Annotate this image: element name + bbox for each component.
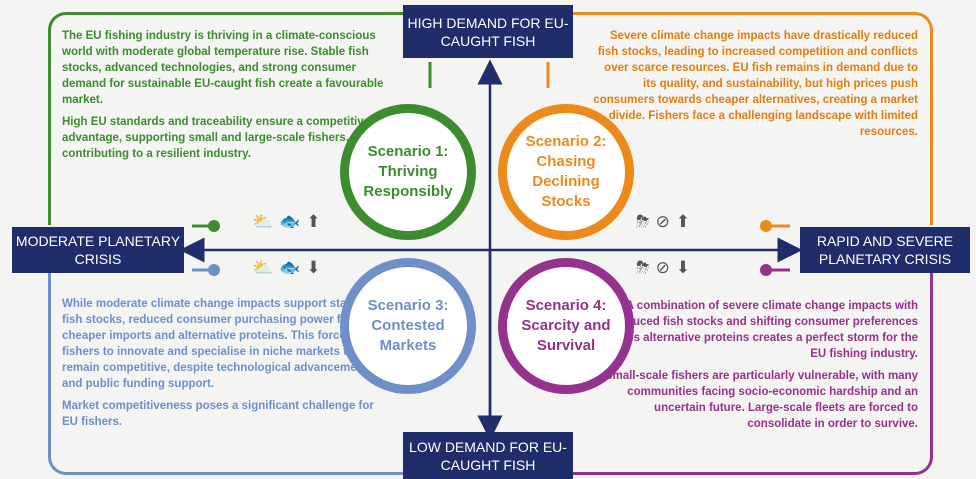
- scenario-3-title: Scenario 3: Contested Markets: [367, 297, 449, 354]
- scenario-3-circle: Scenario 3: Contested Markets: [340, 258, 476, 394]
- high-demand-label: HIGH DEMAND FOR EU-CAUGHT FISH: [403, 5, 573, 58]
- scenario-4-icons: ⛈ ⊘ ⬇: [636, 258, 690, 278]
- scenario-1-icons: ⛅ 🐟 ⬆: [252, 212, 321, 232]
- scenario-4-frame: [548, 268, 933, 475]
- healthy-fish-icon: 🐟: [279, 212, 301, 231]
- scenario-1-frame: [48, 12, 433, 225]
- scenario-3-icons: ⛅ 🐟 ⬇: [252, 258, 321, 278]
- scenario-2-circle: Scenario 2: Chasing Declining Stocks: [498, 104, 634, 240]
- scenario-4-paragraph: Small-scale fishers are particularly vul…: [604, 370, 918, 430]
- scenario-2-icons: ⛈ ⊘ ⬆: [636, 212, 690, 232]
- scenario-2-paragraph: Severe climate change impacts have drast…: [593, 30, 918, 138]
- demand-up-icon: ⬆: [306, 212, 321, 231]
- sun-cloud-icon: ⛅: [252, 212, 274, 231]
- scenario-4-circle: Scenario 4: Scarcity and Survival: [498, 258, 634, 394]
- no-fish-icon: ⊘: [655, 258, 670, 277]
- scenario-1-paragraph: High EU standards and traceability ensur…: [62, 116, 371, 160]
- severe-crisis-label: RAPID AND SEVERE PLANETARY CRISIS: [800, 227, 970, 273]
- demand-down-icon: ⬇: [306, 258, 321, 277]
- storm-thermometer-icon: ⛈: [636, 212, 650, 231]
- scenario-3-frame: [48, 268, 433, 475]
- scenario-4-title: Scenario 4: Scarcity and Survival: [521, 297, 611, 354]
- scenario-1-paragraph: The EU fishing industry is thriving in a…: [62, 30, 384, 106]
- scenario-2-frame: [548, 12, 933, 225]
- scenario-3-paragraph: Market competitiveness poses a significa…: [62, 400, 374, 428]
- scenario-1-circle: Scenario 1: Thriving Responsibly: [340, 104, 476, 240]
- scenario-4-description: A combination of severe climate change i…: [592, 298, 918, 438]
- scenario-3-description: While moderate climate change impacts su…: [62, 296, 380, 436]
- moderate-crisis-label: MODERATE PLANETARY CRISIS: [12, 227, 184, 273]
- low-demand-label: LOW DEMAND FOR EU-CAUGHT FISH: [403, 432, 573, 479]
- scenario-2-title: Scenario 2: Chasing Declining Stocks: [525, 133, 607, 210]
- scenario-1-description: The EU fishing industry is thriving in a…: [62, 28, 392, 168]
- healthy-fish-icon: 🐟: [279, 258, 301, 277]
- demand-down-icon: ⬇: [675, 258, 691, 277]
- scenario-4-paragraph: A combination of severe climate change i…: [595, 300, 918, 360]
- no-fish-icon: ⊘: [655, 212, 670, 231]
- scenario-2-description: Severe climate change impacts have drast…: [590, 28, 918, 146]
- scenario-1-title: Scenario 1: Thriving Responsibly: [363, 143, 453, 200]
- storm-thermometer-icon: ⛈: [636, 258, 650, 277]
- sun-cloud-icon: ⛅: [252, 258, 274, 277]
- demand-up-icon: ⬆: [675, 212, 691, 231]
- scenario-3-paragraph: While moderate climate change impacts su…: [62, 298, 379, 390]
